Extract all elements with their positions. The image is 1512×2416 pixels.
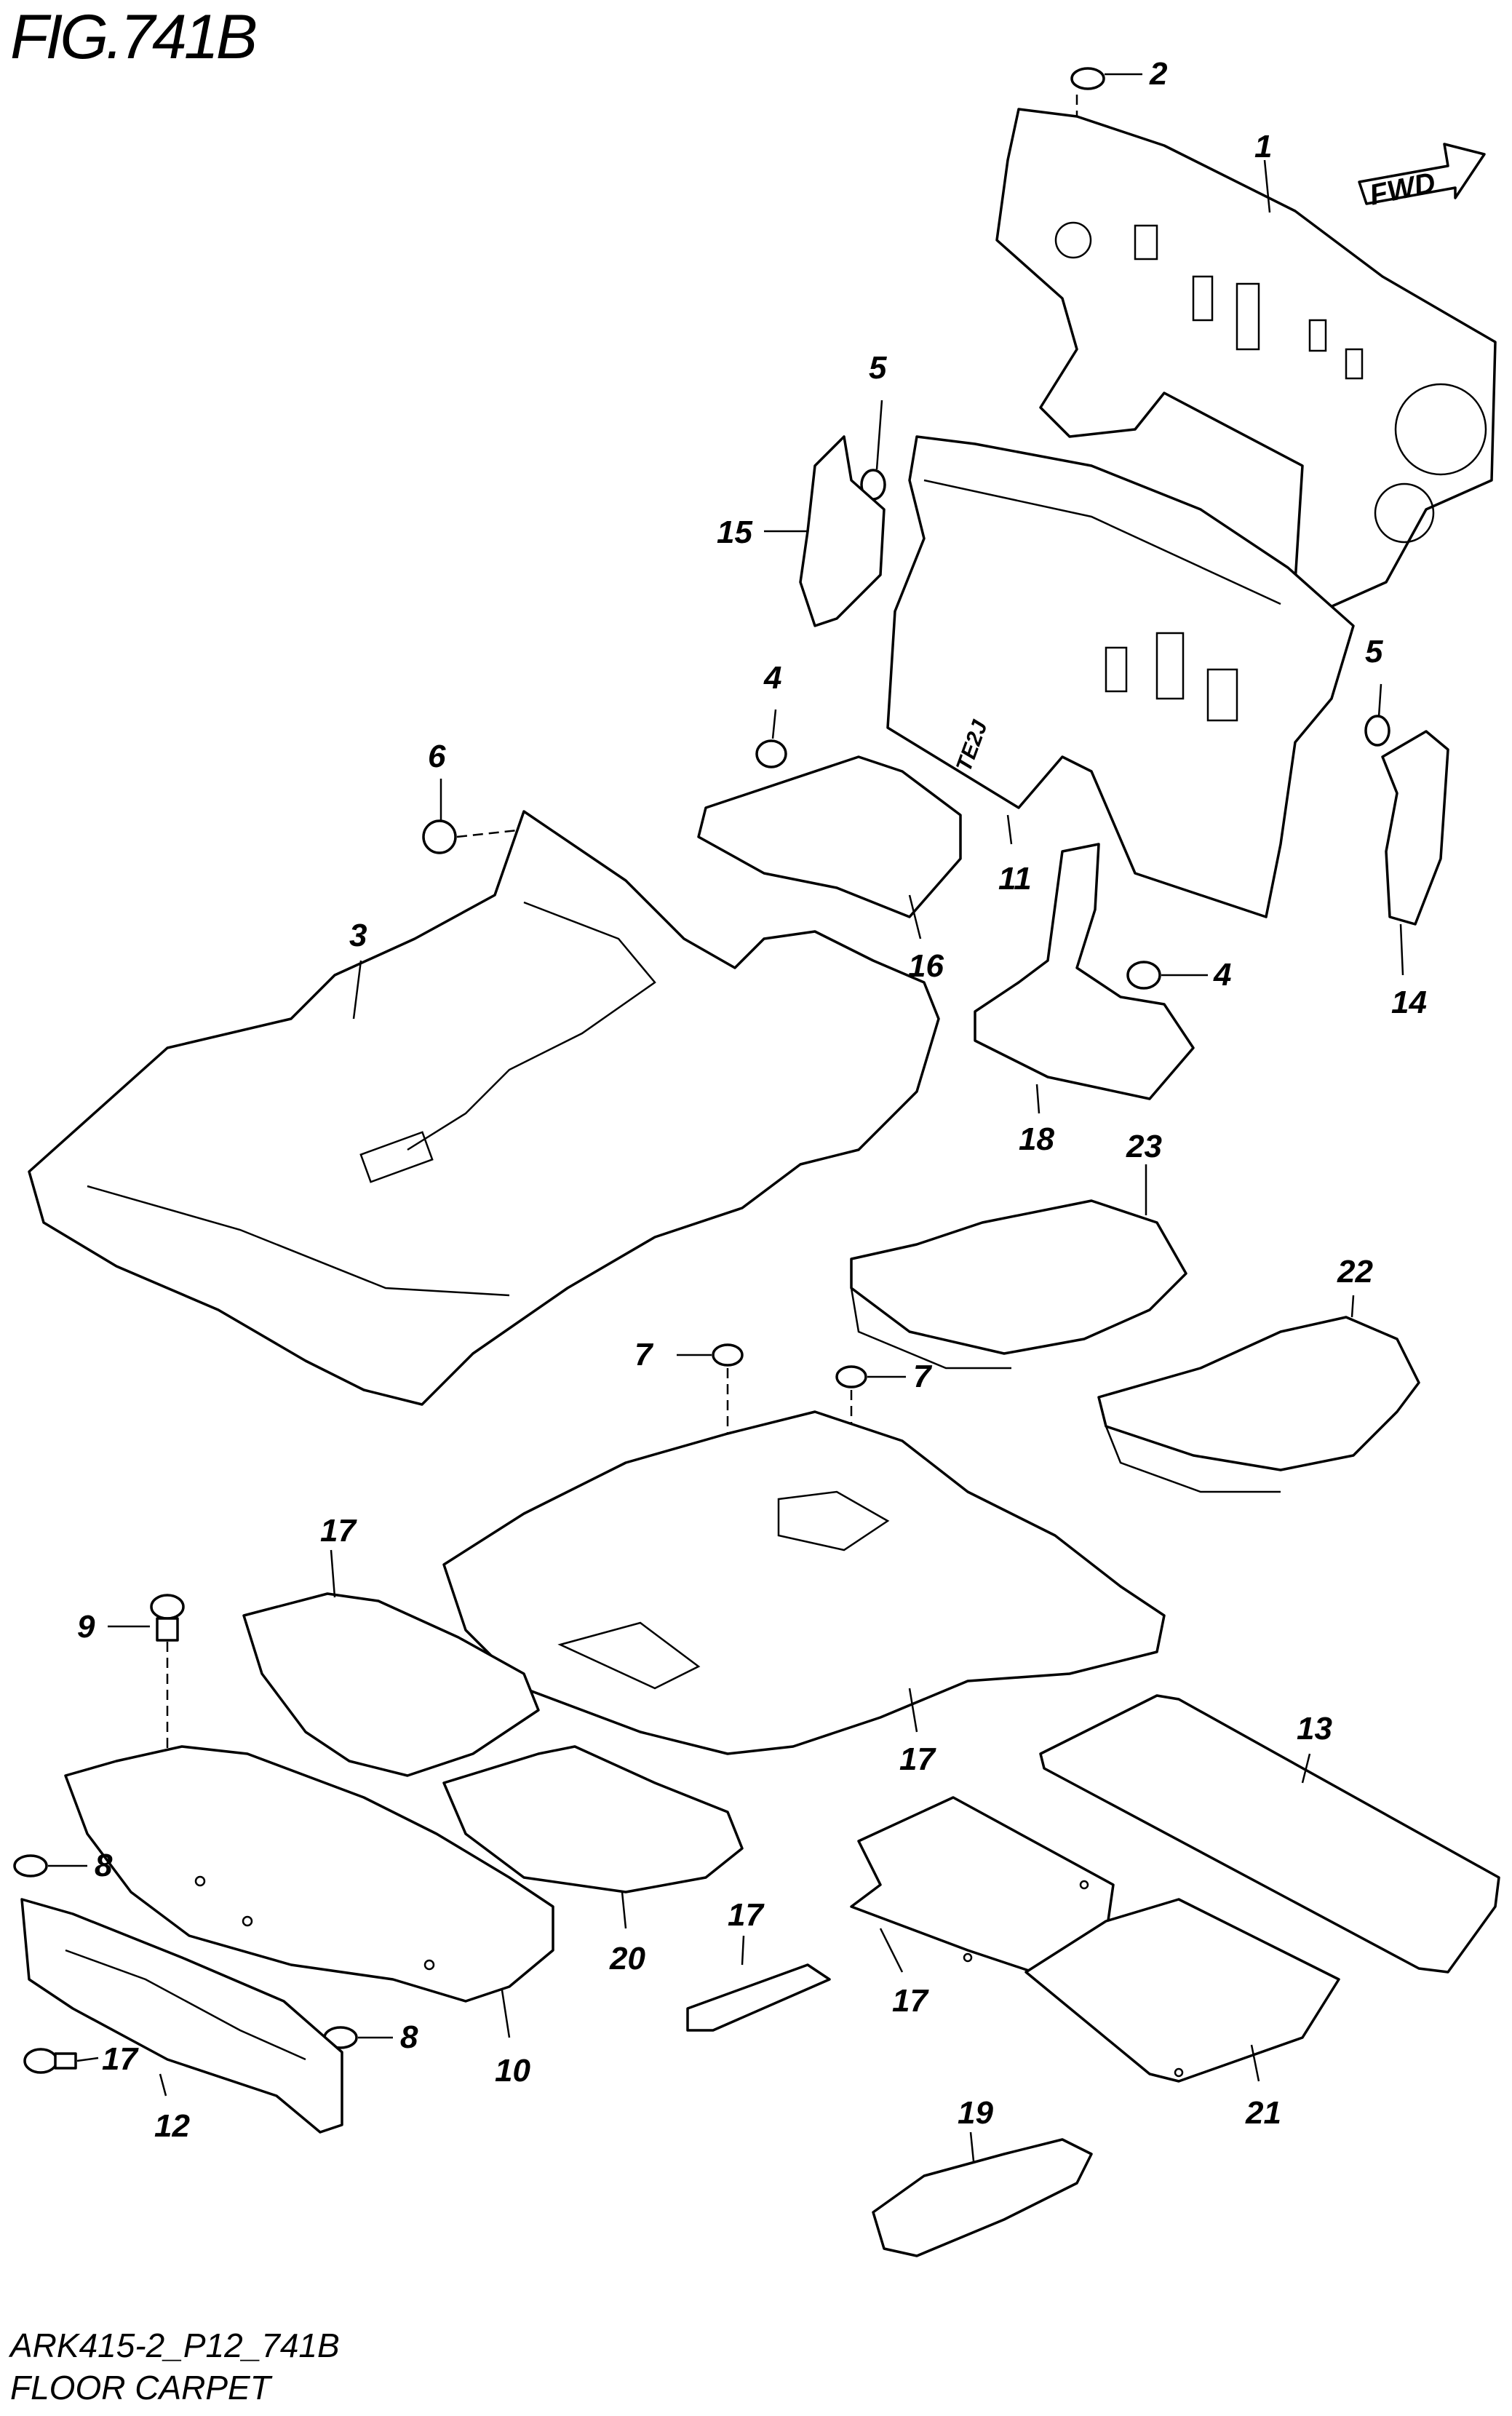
part-8-clip: [13, 1854, 48, 1877]
part-13-side-insulator: [799, 435, 886, 627]
callout-10: 10: [495, 2053, 530, 2089]
callout-18: 18: [1019, 1121, 1054, 1157]
part-14-insulator: [697, 755, 962, 918]
callout-17: 17: [892, 1983, 929, 2019]
part-2-clip: [1070, 67, 1105, 90]
part-5-clip: [1364, 715, 1390, 747]
part-17-floor-mat-rear-center: [872, 2138, 1093, 2257]
callout-1: 1: [1254, 129, 1272, 164]
callout-20: 20: [609, 1941, 645, 1976]
callout-22: 22: [1337, 1254, 1373, 1290]
fwd-arrow-icon: FWD: [1358, 143, 1486, 212]
callout-8: 8: [95, 1848, 113, 1883]
part-22-storage-box: [850, 1199, 1187, 1355]
callout-17: 17: [102, 2041, 139, 2077]
fwd-label: FWD: [1366, 167, 1438, 212]
part-3-front-floor-carpet: [28, 810, 940, 1406]
callout-7: 7: [913, 1359, 933, 1394]
callout-23: 23: [1126, 1129, 1162, 1164]
part-19-insulator: [974, 843, 1195, 1100]
callout-12: 12: [154, 2108, 190, 2144]
part-7-clip: [712, 1343, 744, 1367]
part-6-clip: [422, 819, 457, 854]
part-17-floor-mat-front-right: [1039, 1694, 1500, 1974]
part-11-dash-insulator-lower: [886, 435, 1355, 918]
part-16-rear-end-trim: [20, 1898, 343, 2134]
callout-11: 11: [998, 861, 1032, 897]
callout-17: 17: [728, 1897, 765, 1933]
figure-code: ARK415-2_P12_741B: [10, 2326, 340, 2364]
callout-4: 4: [1213, 957, 1231, 993]
callout-17: 17: [320, 1513, 357, 1549]
callout-19: 19: [958, 2095, 993, 2131]
callout-6: 6: [428, 739, 446, 774]
callout-5: 5: [1365, 634, 1383, 669]
part-17-floor-mat-rear-right: [1024, 1898, 1340, 2083]
part-4-clip: [755, 739, 787, 768]
figure-name: FLOOR CARPET: [10, 2369, 271, 2407]
callout-17: 17: [899, 1741, 936, 1777]
callout-4: 4: [763, 660, 781, 696]
part-10-rear-board: [64, 1745, 554, 2003]
callout-8: 8: [400, 2019, 418, 2055]
part-21-storage-box: [1097, 1316, 1420, 1471]
part-17-floor-mat-small: [686, 1963, 831, 2032]
figure-title: FIG.741B: [10, 2, 258, 72]
callout-14: 14: [1391, 985, 1427, 1020]
callout-15: 15: [717, 514, 752, 550]
part-18-rear-floor-carpet: [442, 1410, 1166, 1755]
callout-2: 2: [1149, 56, 1168, 92]
callout-5: 5: [869, 350, 887, 386]
callout-3: 3: [349, 918, 367, 953]
part-15-floor-board: [242, 1592, 540, 1777]
part-20-floor-board: [442, 1745, 744, 1894]
callout-21: 21: [1245, 2095, 1281, 2131]
callout-7: 7: [634, 1337, 654, 1372]
part-9-push-clip: [150, 1594, 185, 1761]
callout-9: 9: [77, 1609, 95, 1645]
part-7-clip: [835, 1365, 867, 1388]
part-4-clip: [1126, 961, 1161, 990]
callout-13: 13: [1297, 1711, 1332, 1747]
part-12-side-insulator: [1381, 730, 1449, 926]
part-23-bolt: [23, 2048, 77, 2074]
